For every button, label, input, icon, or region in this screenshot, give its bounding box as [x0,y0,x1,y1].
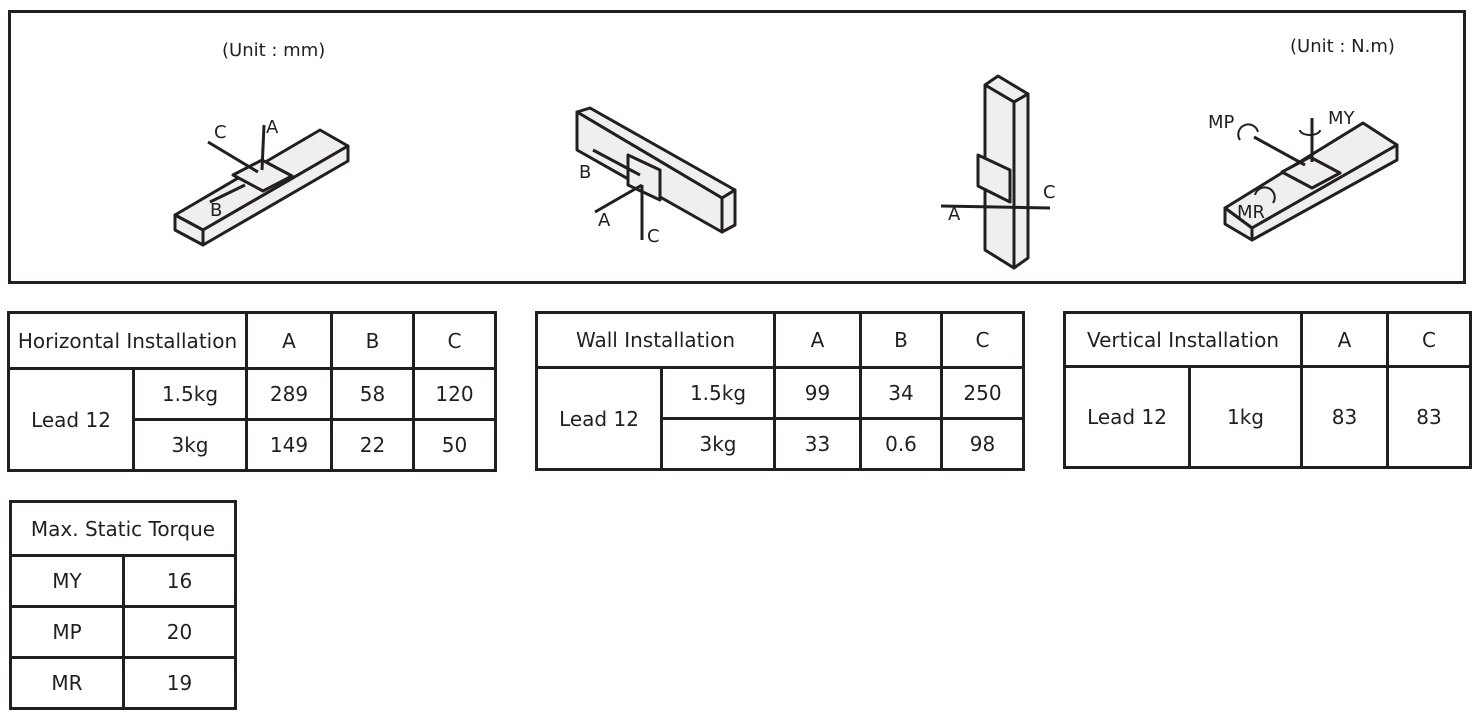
torque-name: MR [9,656,125,710]
table-row: Lead 12 1kg 83 83 [1063,365,1472,469]
axis-label-c: C [647,226,660,247]
axis-label-a: A [948,204,961,225]
axis-label-a: A [598,210,611,231]
axis-label-b: B [210,200,222,221]
value-cell: 289 [245,367,333,421]
col-header: C [1386,311,1472,368]
table-row: MY 16 [9,554,237,608]
value-cell: 33 [773,417,862,471]
value-cell: 149 [245,418,333,472]
value-cell: 120 [412,367,497,421]
table-row: MR 19 [9,656,237,710]
col-header: C [940,311,1025,369]
load-cell: 1.5kg [660,366,776,420]
torque-label-mr: MR [1237,202,1265,223]
torque-label-mp: MP [1208,112,1235,133]
table-row: 3kg 33 0.6 98 [537,417,1025,471]
lead-cell: Lead 12 [1063,365,1191,469]
max-static-torque-table: Max. Static Torque MY 16 MP 20 MR 19 [9,500,237,710]
col-header: A [1300,311,1389,368]
installation-diagrams: C A B B A C A C MP MY MR [173,74,1399,270]
table-row: MP 20 [9,605,237,659]
value-cell: 83 [1386,365,1472,469]
value-cell: 50 [412,418,497,472]
col-header: B [859,311,943,369]
lead-cell: Lead 12 [535,366,663,471]
axis-label-b: B [579,162,591,183]
wall-installation-diagram [575,106,737,240]
table-title: Wall Installation [535,311,776,369]
horizontal-installation-diagram [173,124,350,247]
lead-cell: Lead 12 [7,367,135,472]
axis-label-a: A [266,117,279,138]
torque-value: 16 [122,554,237,608]
value-cell: 83 [1300,365,1389,469]
load-cell: 3kg [660,417,776,471]
wall-installation-table: Wall Installation A B C Lead 12 1.5kg 99… [535,311,1025,471]
torque-label-my: MY [1328,108,1356,129]
value-cell: 99 [773,366,862,420]
table-row: Lead 12 1.5kg 289 58 120 [7,367,497,472]
col-header: A [773,311,862,369]
value-cell: 98 [940,417,1025,471]
table-title: Vertical Installation [1063,311,1303,368]
table-row: Lead 12 1.5kg 99 34 250 [535,366,1025,471]
torque-name: MP [9,605,125,659]
torque-name: MY [9,554,125,608]
col-header: B [330,311,415,370]
load-cell: 3kg [132,418,248,472]
value-cell: 58 [330,367,415,421]
col-header: C [412,311,497,370]
torque-value: 20 [122,605,237,659]
installation-diagram-panel [8,10,1466,284]
table-title: Max. Static Torque [9,500,237,557]
axis-label-c: C [1043,182,1056,203]
value-cell: 0.6 [859,417,943,471]
value-cell: 250 [940,366,1025,420]
torque-diagram [1223,118,1399,242]
col-header: A [245,311,333,370]
load-cell: 1.5kg [132,367,248,421]
table-row: 3kg 149 22 50 [9,418,497,472]
unit-mm-label: (Unit : mm) [222,40,326,61]
vertical-installation-diagram [940,74,1051,270]
value-cell: 34 [859,366,943,420]
vertical-installation-table: Vertical Installation A C Lead 12 1kg 83… [1063,311,1472,469]
axis-label-c: C [214,122,227,143]
unit-nm-label: (Unit : N.m) [1290,36,1395,57]
horizontal-installation-table: Horizontal Installation A B C Lead 12 1.… [7,311,497,472]
table-title: Horizontal Installation [7,311,248,370]
load-cell: 1kg [1188,365,1303,469]
value-cell: 22 [330,418,415,472]
torque-value: 19 [122,656,237,710]
